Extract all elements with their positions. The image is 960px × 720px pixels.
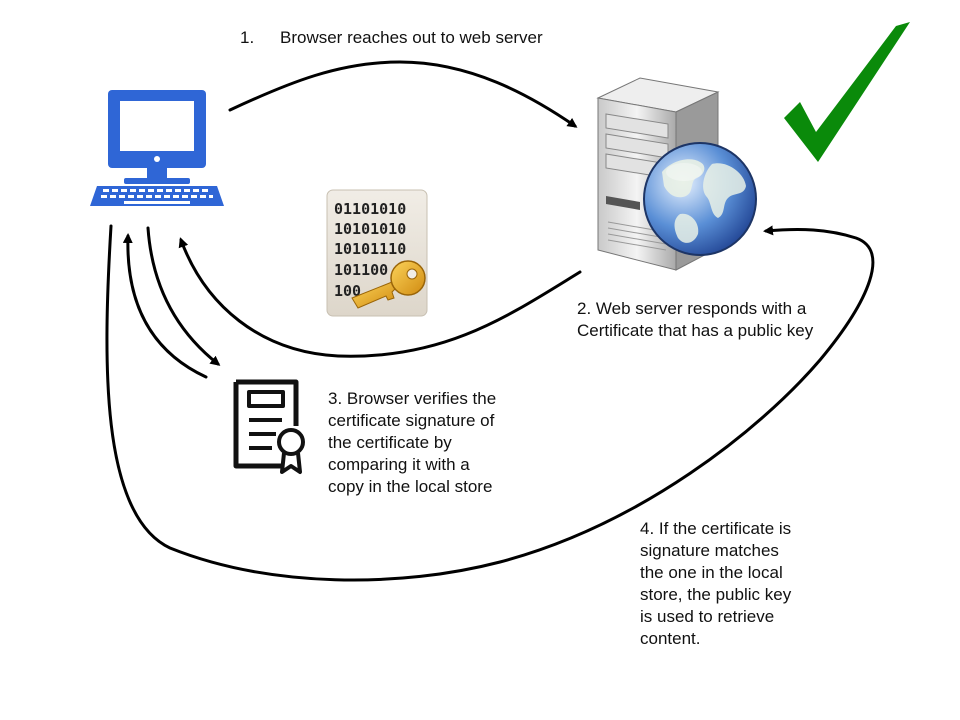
step-1-label: 1. Browser reaches out to web server <box>240 27 543 49</box>
step-3-line: the certificate by <box>328 433 452 452</box>
globe-icon <box>643 142 757 256</box>
certificate-icon <box>233 379 305 474</box>
step-2-line: 2. Web server responds with a <box>577 299 807 318</box>
step-3-line: 3. Browser verifies the <box>328 389 497 408</box>
arrow-browser-to-certificate <box>146 226 221 366</box>
computer-icon <box>90 90 224 206</box>
step-4-line: is used to retrieve <box>640 607 775 626</box>
step-4-line: content. <box>640 629 701 648</box>
arrow-browser-to-server <box>228 60 578 128</box>
binary-document-icon: 01101010 10101010 10101110 101100 100 <box>326 189 428 317</box>
step-3-label: 3. Browser verifies the certificate sign… <box>328 388 496 498</box>
step-3-line: comparing it with a <box>328 455 470 474</box>
binary-row: 10101110 <box>334 240 406 258</box>
binary-row: 10101010 <box>334 220 406 238</box>
binary-row: 01101010 <box>334 200 406 218</box>
checkmark-icon <box>784 22 910 162</box>
arrow-server-to-browser <box>178 237 582 358</box>
step-4-line: the one in the local <box>640 563 783 582</box>
binary-row: 101100 <box>334 261 388 279</box>
arrow-browser-to-server-loop <box>105 224 875 582</box>
arrow-certificate-to-browser <box>122 233 208 379</box>
step-1-number: 1. <box>240 28 255 47</box>
arrows <box>105 60 875 582</box>
step-4-line: store, the public key <box>640 585 792 604</box>
step-1-text: Browser reaches out to web server <box>280 28 543 47</box>
step-2-line: Certificate that has a public key <box>577 321 814 340</box>
step-3-line: copy in the local store <box>328 477 493 496</box>
key-icon <box>351 260 426 309</box>
step-4-line: 4. If the certificate is <box>640 519 792 538</box>
step-2-label: 2. Web server responds with a Certificat… <box>577 298 813 342</box>
step-4-label: 4. If the certificate is signature match… <box>640 518 791 650</box>
step-3-line: certificate signature of <box>328 411 495 430</box>
binary-row: 100 <box>334 282 361 300</box>
step-4-line: signature matches <box>640 541 779 560</box>
